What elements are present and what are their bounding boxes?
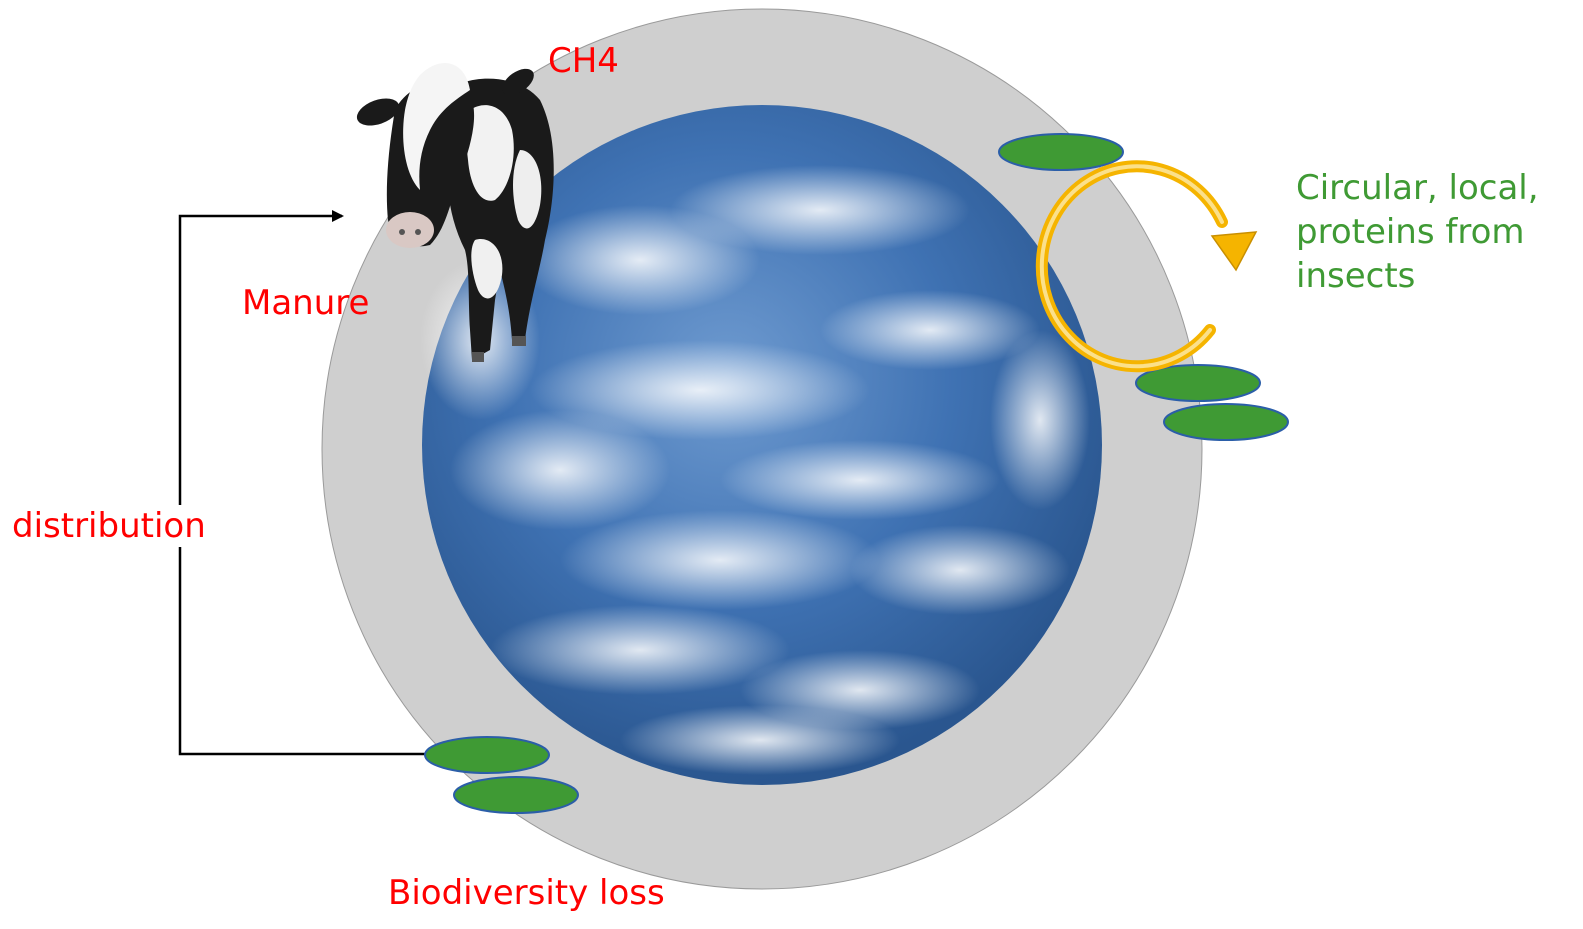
cow-icon: [356, 63, 554, 362]
circular-proteins-line-3: insects: [1296, 256, 1416, 296]
circular-proteins-line-2: proteins from: [1296, 212, 1525, 252]
circular-arrow-icon: [1035, 160, 1258, 373]
circular-proteins-line-1: Circular, local,: [1296, 168, 1539, 208]
manure-label: Manure: [242, 283, 370, 323]
circular-proteins-label: Circular, local, proteins from insects: [1296, 166, 1539, 298]
ch4-label: CH4: [548, 41, 619, 81]
insect-disc-top: [998, 133, 1124, 171]
biodiversity-loss-label: Biodiversity loss: [388, 873, 665, 913]
insect-disc-right-lower: [1163, 403, 1289, 441]
earth-globe-icon: [420, 105, 1102, 785]
habitat-disc-upper: [424, 736, 550, 774]
distribution-label: distribution: [10, 505, 208, 547]
habitat-disc-lower: [453, 776, 579, 814]
insect-disc-right-upper: [1135, 364, 1261, 402]
distribution-arrow: [178, 210, 430, 756]
